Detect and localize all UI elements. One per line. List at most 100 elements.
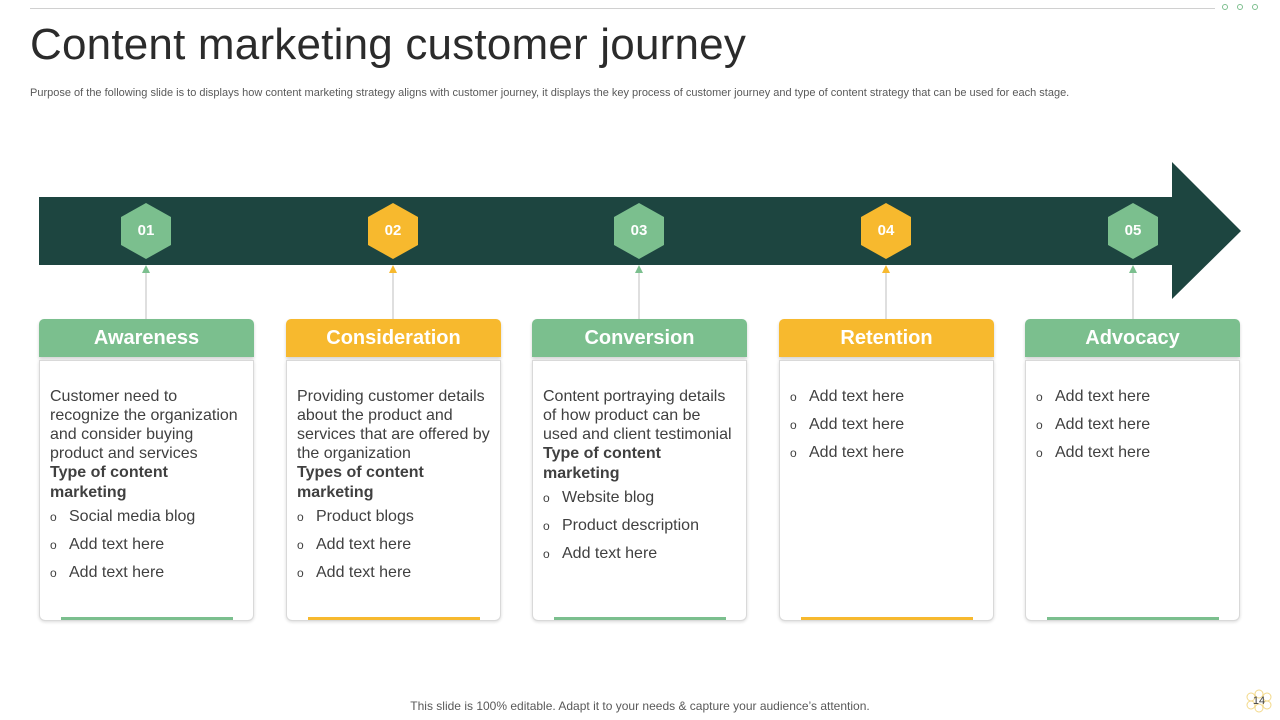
stage-header: Conversion: [532, 319, 747, 357]
stage-number: 04: [877, 222, 895, 239]
hexagon-marker-04: [861, 203, 911, 259]
bullet-icon: o: [297, 538, 304, 552]
bullet-icon: o: [1036, 446, 1043, 460]
stage-card-consideration: Consideration Providing customer details…: [286, 319, 501, 621]
stage-body: Content portraying details of how produc…: [532, 360, 747, 621]
list-item-text: Product description: [562, 517, 699, 534]
list-item-text: Product blogs: [316, 508, 414, 525]
content-type-title: Type of content marketing: [50, 464, 168, 501]
slide-subtitle: Purpose of the following slide is to dis…: [30, 87, 1070, 99]
stage-header: Awareness: [39, 319, 254, 357]
list-item: o Website blog: [543, 484, 737, 512]
stage-body: Providing customer details about the pro…: [286, 360, 501, 621]
accent-bar: [308, 617, 480, 620]
bullet-icon: o: [297, 510, 304, 524]
bullet-icon: o: [543, 547, 550, 561]
list-item-text: Add text here: [562, 545, 658, 562]
list-item-text: Add text here: [1055, 444, 1151, 461]
stage-number: 02: [384, 222, 402, 239]
list-item: o Product blogs: [297, 503, 491, 531]
content-type-title: Types of content marketing: [297, 464, 424, 501]
dot-icon: [1237, 4, 1243, 10]
bullet-icon: o: [790, 418, 797, 432]
bullet-icon: o: [50, 538, 57, 552]
list-item-text: Add text here: [1055, 416, 1151, 433]
accent-bar: [554, 617, 726, 620]
list-item-text: Add text here: [316, 564, 412, 581]
stage-description: Customer need to recognize the organizat…: [50, 388, 238, 462]
content-type-title: Type of content marketing: [543, 445, 661, 482]
stage-number: 03: [630, 222, 648, 239]
list-item-text: Add text here: [1055, 388, 1151, 405]
dot-icon: [1252, 4, 1258, 10]
list-item: o Add text here: [297, 531, 491, 559]
list-item-text: Add text here: [809, 444, 905, 461]
accent-bar: [61, 617, 233, 620]
list-item-text: Add text here: [316, 536, 412, 553]
bullet-icon: o: [790, 390, 797, 404]
list-item-text: Add text here: [69, 564, 165, 581]
bullet-icon: o: [1036, 390, 1043, 404]
connector-arrowhead: [882, 265, 890, 273]
accent-bar: [1047, 617, 1219, 620]
accent-bar: [801, 617, 973, 620]
stage-number: 01: [137, 222, 155, 239]
list-item: o Add text here: [790, 439, 984, 467]
connector-arrowhead: [635, 265, 643, 273]
hexagon-marker-05: [1108, 203, 1158, 259]
list-item: o Add text here: [297, 559, 491, 587]
list-item: o Add text here: [1036, 411, 1230, 439]
stage-body: Customer need to recognize the organizat…: [39, 360, 254, 621]
list-item-text: Website blog: [562, 489, 655, 506]
stage-header: Consideration: [286, 319, 501, 357]
list-item: o Add text here: [50, 531, 244, 559]
list-item-text: Add text here: [809, 388, 905, 405]
list-item: o Add text here: [790, 411, 984, 439]
hexagon-marker-03: [614, 203, 664, 259]
stage-card-awareness: Awareness Customer need to recognize the…: [39, 319, 254, 621]
stage-description: Content portraying details of how produc…: [543, 388, 732, 443]
list-item: o Product description: [543, 512, 737, 540]
journey-arrow: [39, 162, 1241, 319]
bullet-icon: o: [790, 446, 797, 460]
list-item-text: Add text here: [809, 416, 905, 433]
connector-arrowhead: [389, 265, 397, 273]
bullet-icon: o: [1036, 418, 1043, 432]
connector-arrowhead: [142, 265, 150, 273]
bullet-icon: o: [543, 519, 550, 533]
flower-badge-icon: [1246, 689, 1272, 713]
slide-title: Content marketing customer journey: [30, 20, 747, 69]
top-divider: [30, 8, 1215, 9]
bullet-icon: o: [543, 491, 550, 505]
hexagon-marker-01: [121, 203, 171, 259]
list-item: o Add text here: [543, 540, 737, 568]
page-number: 14: [1244, 688, 1274, 714]
hexagon-marker-02: [368, 203, 418, 259]
list-item: o Add text here: [50, 559, 244, 587]
stage-card-conversion: Conversion Content portraying details of…: [532, 319, 747, 621]
list-item: o Add text here: [1036, 383, 1230, 411]
bullet-icon: o: [50, 510, 57, 524]
dot-icon: [1222, 4, 1228, 10]
list-item: o Social media blog: [50, 503, 244, 531]
list-item: o Add text here: [790, 383, 984, 411]
stage-header: Retention: [779, 319, 994, 357]
stage-number: 05: [1124, 222, 1142, 239]
bullet-icon: o: [297, 566, 304, 580]
list-item: o Add text here: [1036, 439, 1230, 467]
stage-description: Providing customer details about the pro…: [297, 388, 490, 462]
list-item-text: Add text here: [69, 536, 165, 553]
bullet-icon: o: [50, 566, 57, 580]
list-item-text: Social media blog: [69, 508, 196, 525]
stage-header: Advocacy: [1025, 319, 1240, 357]
decorative-dots: [1222, 4, 1258, 10]
